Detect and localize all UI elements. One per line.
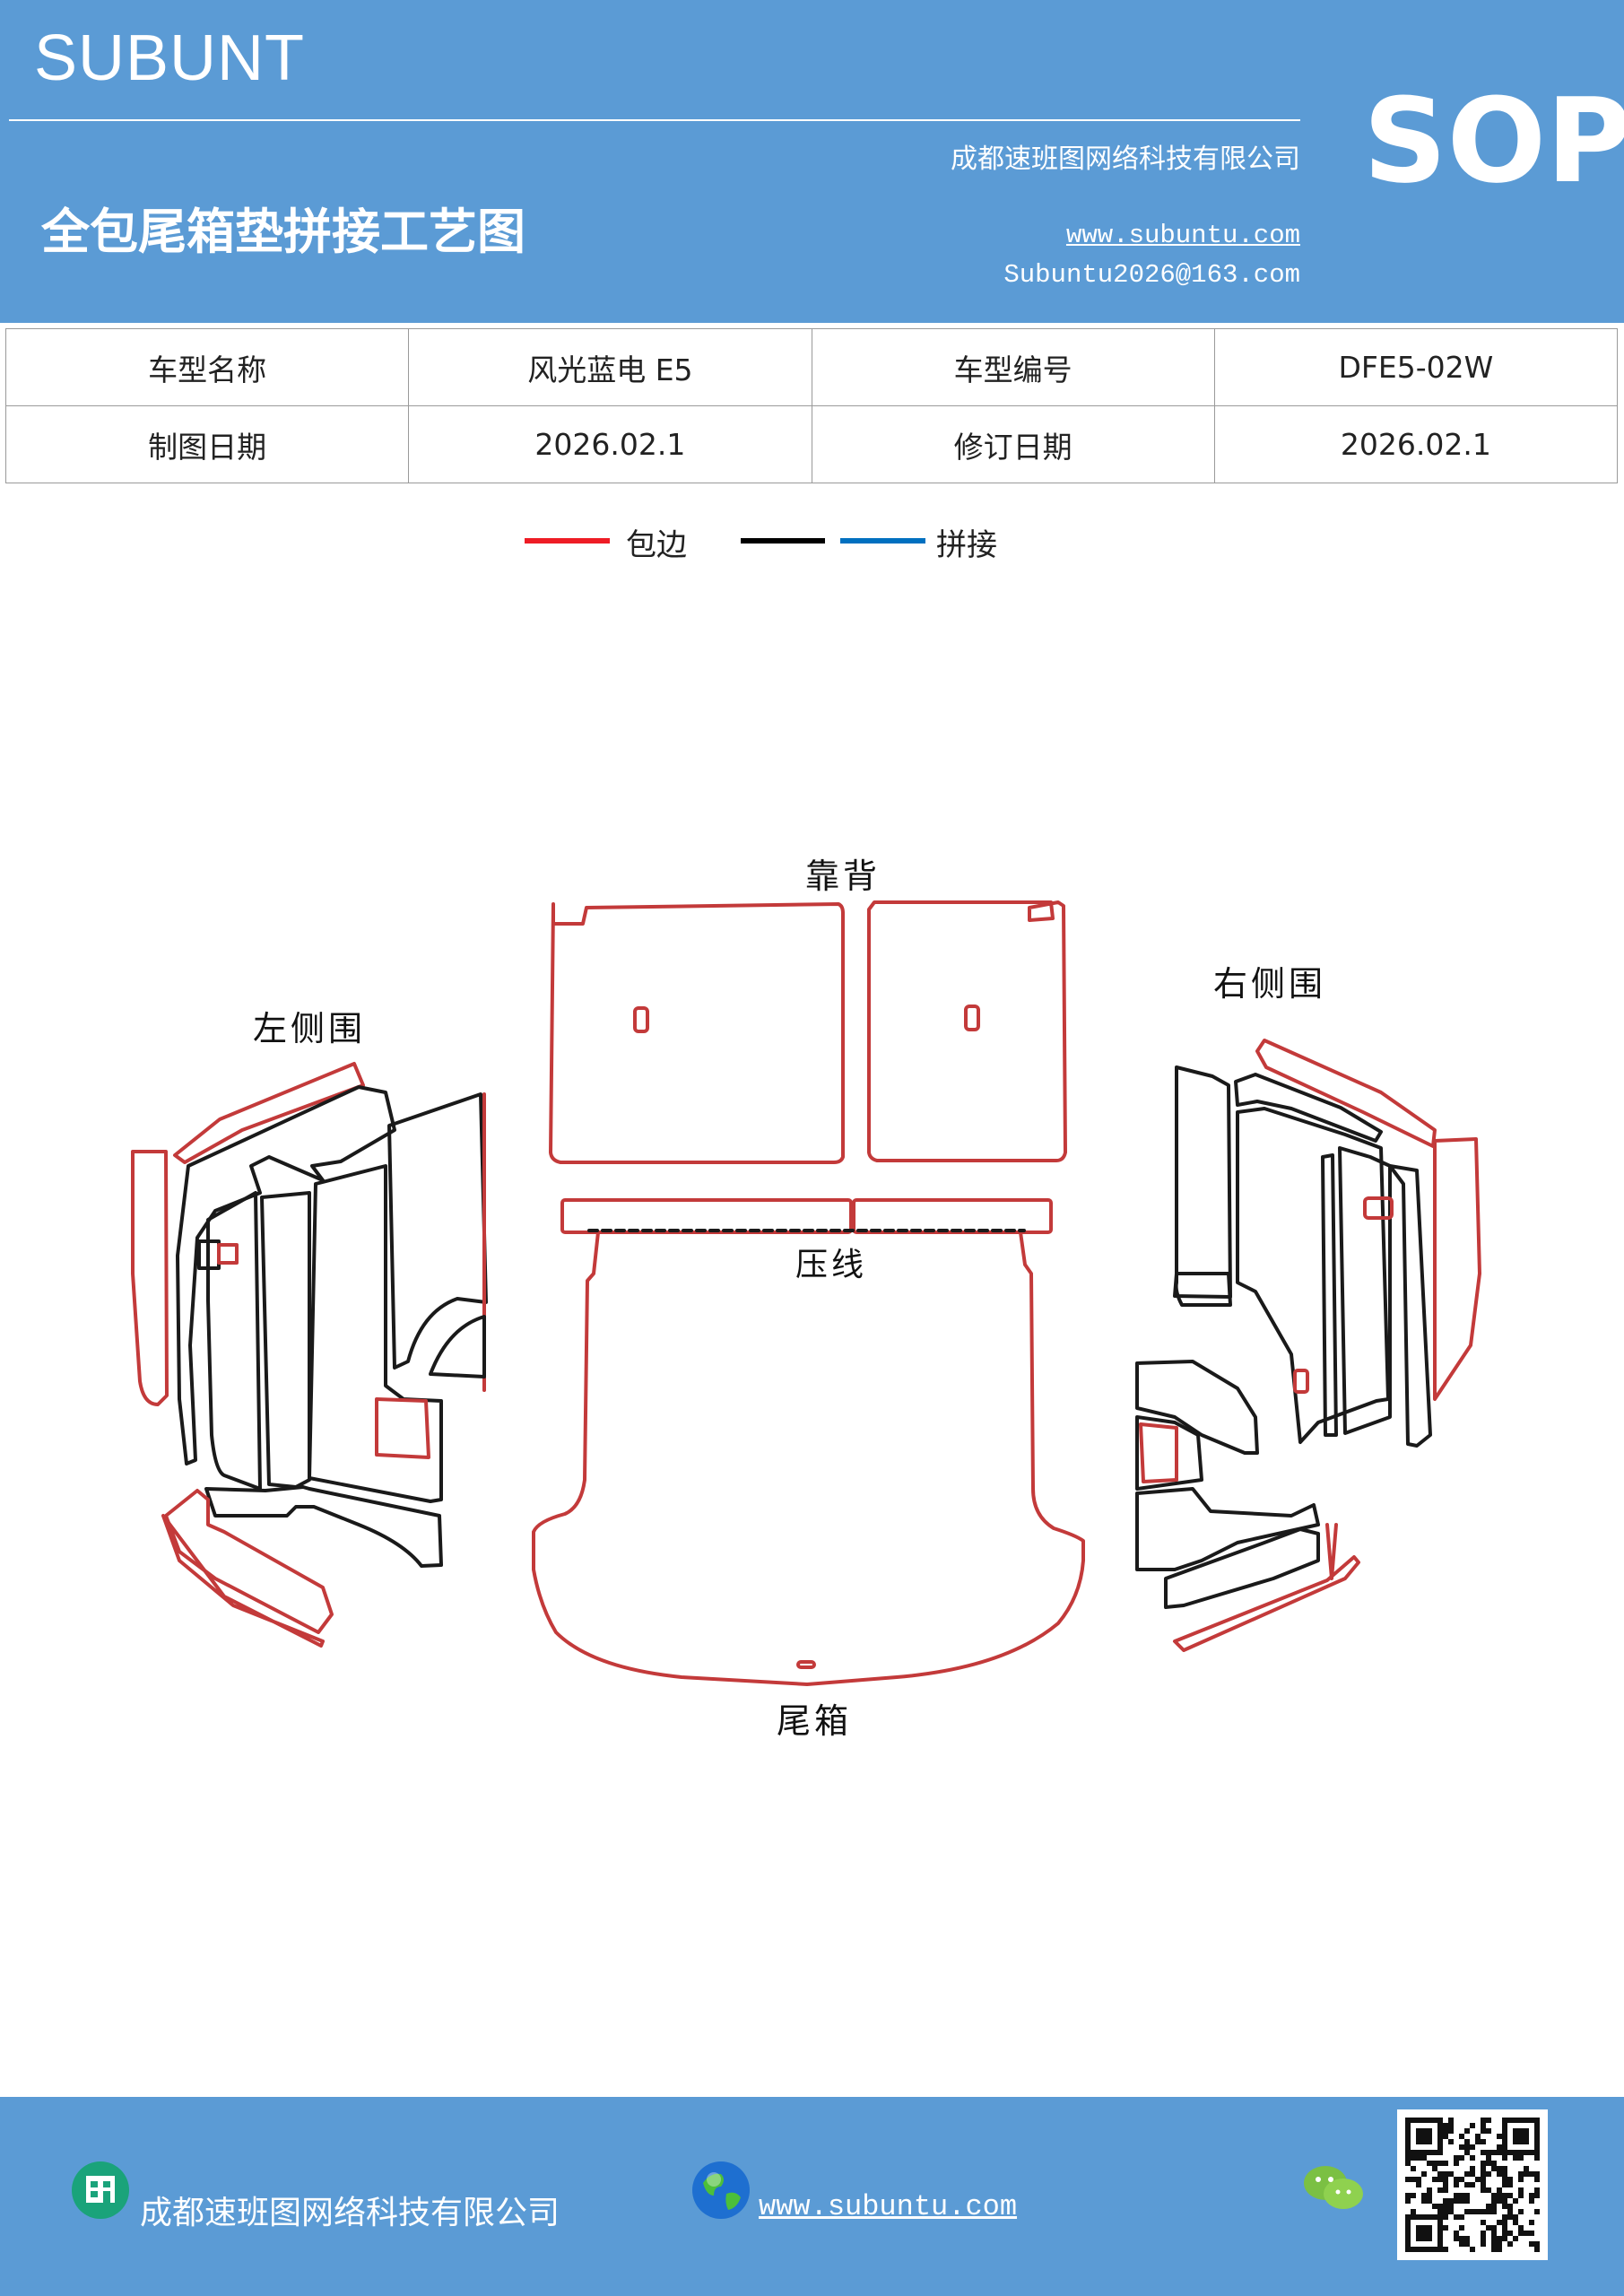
label-backrest: 靠背 [805, 857, 881, 896]
backrest-right-panel [867, 900, 1067, 1162]
legend-splice-line [840, 538, 925, 544]
footer-company-name: 成都速班图网络科技有限公司 [140, 2195, 560, 2231]
right-side-panel-g [1388, 1164, 1432, 1448]
table-row: 车型名称 风光蓝电 E5 车型编号 DFE5-02W [4, 328, 1619, 406]
header-divider [9, 119, 1300, 121]
left-side-panel-b [206, 1191, 262, 1491]
legend-splice-label: 拼接 [936, 527, 997, 563]
footer-banner: 成都速班图网络科技有限公司 www.subuntu.com [0, 2097, 1624, 2296]
label-left-side: 左侧围 [253, 1009, 366, 1048]
legend-edge-line [525, 538, 610, 544]
right-side-notch [1363, 1196, 1394, 1220]
legend-black-line [741, 538, 825, 544]
right-side-top-strip [1255, 1039, 1437, 1148]
label-right-side: 右侧围 [1213, 964, 1326, 1004]
left-side-square [375, 1397, 430, 1459]
vehicle-info-table: 车型名称 风光蓝电 E5 车型编号 DFE5-02W 制图日期 2026.02.… [4, 328, 1619, 483]
table-cell: 修订日期 [811, 405, 1215, 483]
left-side-small-piece [429, 1315, 486, 1378]
right-side-panel-f [1338, 1146, 1392, 1435]
right-side-panel-a [1173, 1065, 1232, 1299]
table-cell: 2026.02.1 [408, 405, 812, 483]
right-side-red-piece [1139, 1422, 1178, 1483]
right-side-edge-strip [1433, 1137, 1481, 1401]
wechat-icon [1304, 2166, 1363, 2209]
label-trunk: 尾箱 [777, 1701, 852, 1741]
table-cell: 车型编号 [811, 328, 1215, 406]
left-side-bottom-c [161, 1514, 325, 1648]
right-side-lower-c [1135, 1487, 1320, 1571]
header-banner: SUBUNT SOP 成都速班图网络科技有限公司 全包尾箱垫拼接工艺图 www.… [0, 0, 1624, 323]
website-link[interactable]: www.subuntu.com [1065, 221, 1300, 250]
backrest-left-slot [633, 1006, 649, 1033]
backrest-left-panel [549, 902, 845, 1164]
trunk-floor-panel [532, 1231, 1085, 1686]
document-title: 全包尾箱垫拼接工艺图 [41, 204, 525, 260]
building-icon [72, 2161, 129, 2219]
company-name: 成都速班图网络科技有限公司 [951, 144, 1300, 175]
left-side-notch [217, 1243, 239, 1265]
right-side-lower-f [1325, 1523, 1338, 1580]
globe-icon [692, 2161, 750, 2219]
brand-name: SUBUNT [34, 22, 306, 94]
table-cell: 车型名称 [4, 328, 410, 406]
left-side-upper-right [387, 1092, 488, 1370]
table-cell: 2026.02.1 [1213, 405, 1619, 483]
right-side-panel-d [1236, 1107, 1390, 1444]
right-side-lower-b [1135, 1415, 1203, 1491]
right-side-panel-c [1234, 1073, 1383, 1143]
right-side-panel-e [1321, 1153, 1338, 1437]
footer-website-link[interactable]: www.subuntu.com [759, 2190, 1018, 2223]
table-cell: 风光蓝电 E5 [408, 328, 812, 406]
backrest-right-slot [964, 1004, 980, 1031]
legend-edge-label: 包边 [626, 527, 687, 563]
right-side-lower-e [1173, 1555, 1360, 1652]
left-side-panel-d [308, 1164, 443, 1503]
left-side-edge-strip [131, 1150, 169, 1406]
qr-code-icon [1397, 2109, 1548, 2260]
legend: 包边 拼接 [0, 520, 1624, 574]
crease-strip-right [852, 1198, 1053, 1234]
label-crease: 压线 [795, 1247, 867, 1283]
crease-strip-left [560, 1198, 853, 1234]
left-side-bottom-a [204, 1485, 443, 1568]
right-side-lower-a [1135, 1360, 1259, 1455]
right-side-slot [1293, 1369, 1309, 1394]
left-side-panel-c [260, 1191, 311, 1489]
left-side-top-strip [173, 1062, 365, 1164]
right-side-lower-d [1164, 1527, 1320, 1609]
table-cell: 制图日期 [4, 405, 410, 483]
splicing-diagram: 靠背 左侧围 右侧围 压线 尾箱 [131, 857, 1481, 1741]
right-side-panel-b [1174, 1272, 1232, 1307]
table-cell: DFE5-02W [1213, 328, 1619, 406]
sop-label: SOP [1363, 73, 1624, 209]
email-address: Subuntu2026@163.com [1003, 260, 1300, 290]
trunk-handle-mark [796, 1660, 816, 1669]
table-row: 制图日期 2026.02.1 修订日期 2026.02.1 [4, 405, 1619, 483]
